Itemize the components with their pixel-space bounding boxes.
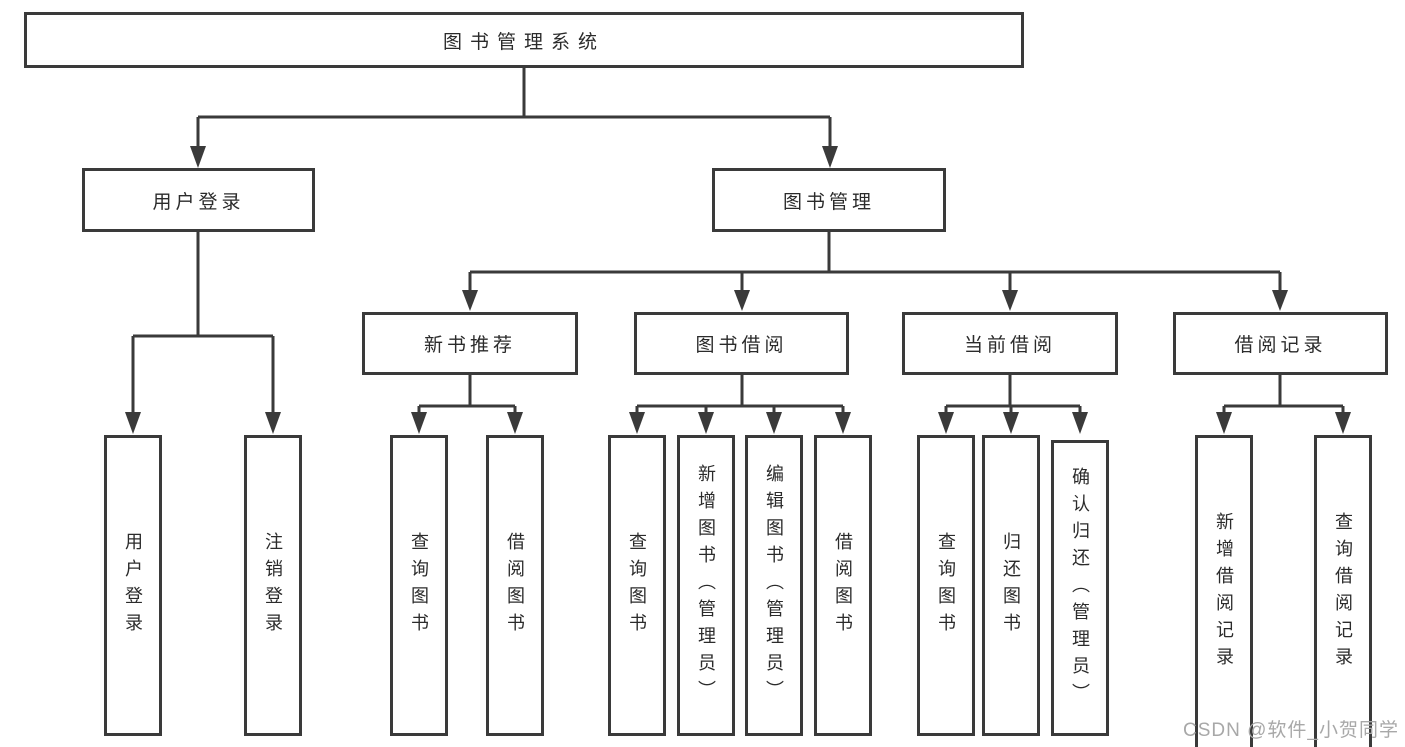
node-book-borrow: 图书借阅 — [634, 312, 849, 375]
node-borrow-records: 借阅记录 — [1173, 312, 1388, 375]
connector-records-to-leaves — [1216, 375, 1351, 434]
leaf-query-books-borrow-label: 查询图书 — [627, 531, 647, 640]
node-new-book-recommend-label: 新书推荐 — [423, 335, 516, 356]
leaf-user-login-label: 用户登录 — [123, 531, 143, 640]
node-user-login-label: 用户登录 — [152, 191, 245, 213]
leaf-add-book-admin: 新增图书（管理员） — [677, 435, 735, 736]
leaf-edit-book-admin-label: 编辑图书（管理员） — [764, 464, 784, 707]
node-book-management: 图书管理 — [712, 168, 946, 232]
csdn-watermark: CSDN @软件_小贺同学 — [1183, 720, 1399, 741]
leaf-edit-book-admin: 编辑图书（管理员） — [745, 435, 803, 736]
node-book-borrow-label: 图书借阅 — [695, 335, 788, 356]
node-root-label: 图书管理系统 — [442, 31, 605, 53]
node-book-management-label: 图书管理 — [782, 191, 875, 213]
leaf-return-books-label: 归还图书 — [1001, 531, 1021, 640]
leaf-query-books-recommend: 查询图书 — [390, 435, 448, 736]
leaf-logout-label: 注销登录 — [263, 531, 283, 640]
leaf-query-books-recommend-label: 查询图书 — [409, 531, 429, 640]
leaf-add-book-admin-label: 新增图书（管理员） — [696, 464, 716, 707]
leaf-add-borrow-record: 新增借阅记录 — [1195, 435, 1253, 747]
leaf-borrow-books-borrow-label: 借阅图书 — [833, 531, 853, 640]
leaf-logout: 注销登录 — [244, 435, 302, 736]
leaf-confirm-return-admin: 确认归还（管理员） — [1051, 440, 1109, 736]
leaf-return-books: 归还图书 — [982, 435, 1040, 736]
leaf-user-login: 用户登录 — [104, 435, 162, 736]
node-current-borrow-label: 当前借阅 — [963, 335, 1056, 356]
node-borrow-records-label: 借阅记录 — [1234, 335, 1327, 356]
leaf-query-borrow-record: 查询借阅记录 — [1314, 435, 1372, 747]
leaf-confirm-return-admin-label: 确认归还（管理员） — [1070, 466, 1090, 710]
leaf-borrow-books-recommend-label: 借阅图书 — [505, 531, 525, 640]
leaf-query-books-current-label: 查询图书 — [936, 531, 956, 640]
node-user-login: 用户登录 — [82, 168, 315, 232]
leaf-borrow-books-recommend: 借阅图书 — [486, 435, 544, 736]
node-new-book-recommend: 新书推荐 — [362, 312, 578, 375]
leaf-borrow-books-borrow: 借阅图书 — [814, 435, 872, 736]
leaf-query-books-borrow: 查询图书 — [608, 435, 666, 736]
node-root-system: 图书管理系统 — [24, 12, 1024, 68]
leaf-query-borrow-record-label: 查询借阅记录 — [1333, 511, 1353, 674]
node-current-borrow: 当前借阅 — [902, 312, 1118, 375]
leaf-add-borrow-record-label: 新增借阅记录 — [1214, 511, 1234, 674]
connector-user-login-to-leaves — [125, 232, 281, 434]
connector-recommend-to-leaves — [411, 375, 523, 434]
connector-book-management-to-level3 — [462, 232, 1288, 311]
leaf-query-books-current: 查询图书 — [917, 435, 975, 736]
connector-root-to-level2 — [190, 68, 838, 168]
connector-borrow-to-leaves — [629, 375, 851, 434]
connector-current-to-leaves — [938, 375, 1088, 434]
